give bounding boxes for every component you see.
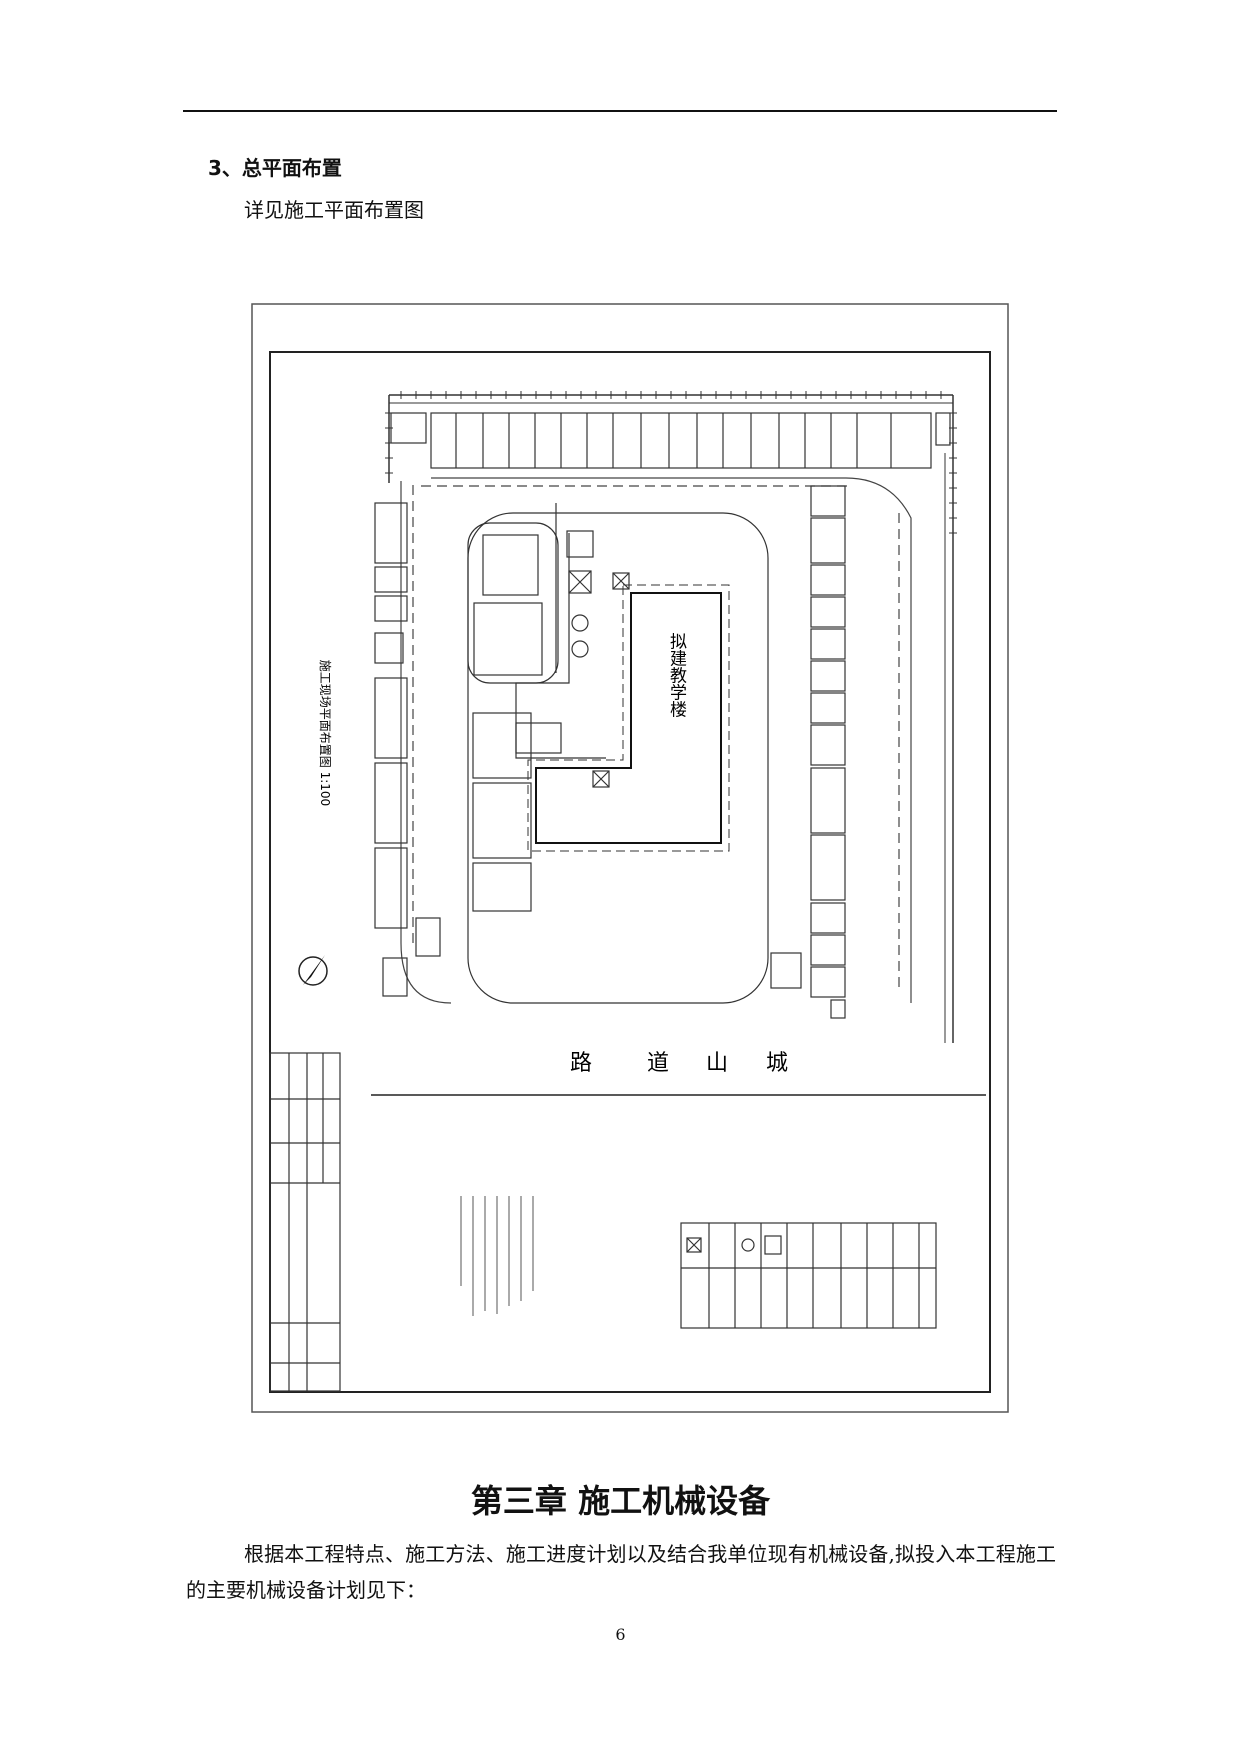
page-number: 6 xyxy=(615,1625,626,1644)
site-fence xyxy=(385,391,957,1043)
road-char-1: 路 xyxy=(570,1051,592,1076)
right-facilities xyxy=(770,485,846,1019)
road-char-3: 山 xyxy=(706,1051,728,1076)
drawing-title: 施工现场平面布置图 1:100 xyxy=(318,660,332,806)
site-plan-figure: 拟建教学楼 xyxy=(251,303,1009,1413)
chapter-title: 第三章 施工机械设备 xyxy=(470,1482,771,1520)
road-char-4: 城 xyxy=(766,1051,788,1076)
left-facilities xyxy=(374,502,441,997)
north-arrow-icon xyxy=(298,955,328,986)
temporary-road xyxy=(400,477,912,1004)
equipment-symbols xyxy=(515,503,630,788)
top-office-row xyxy=(390,412,951,469)
work-area-boundary xyxy=(467,512,769,1004)
section-heading: 3、总平面布置 xyxy=(208,156,342,180)
road-char-2: 道 xyxy=(647,1051,669,1076)
inner-frame xyxy=(269,351,991,1393)
road-label: 路 道 山 城 xyxy=(371,1051,986,1096)
main-building xyxy=(527,584,730,852)
notes-block xyxy=(460,1196,534,1316)
legend-table xyxy=(680,1222,937,1329)
chapter-paragraph: 根据本工程特点、施工方法、施工进度计划以及结合我单位现有机械设备,拟投入本工程施… xyxy=(186,1542,1056,1602)
site-plan-drawing: 拟建教学楼 xyxy=(251,303,1009,1413)
title-block xyxy=(269,1052,341,1392)
outer-frame xyxy=(251,303,1009,1413)
header-rule xyxy=(183,110,1057,112)
main-building-label: 拟建教学楼 xyxy=(666,632,687,717)
section-subtext: 详见施工平面布置图 xyxy=(244,198,424,222)
